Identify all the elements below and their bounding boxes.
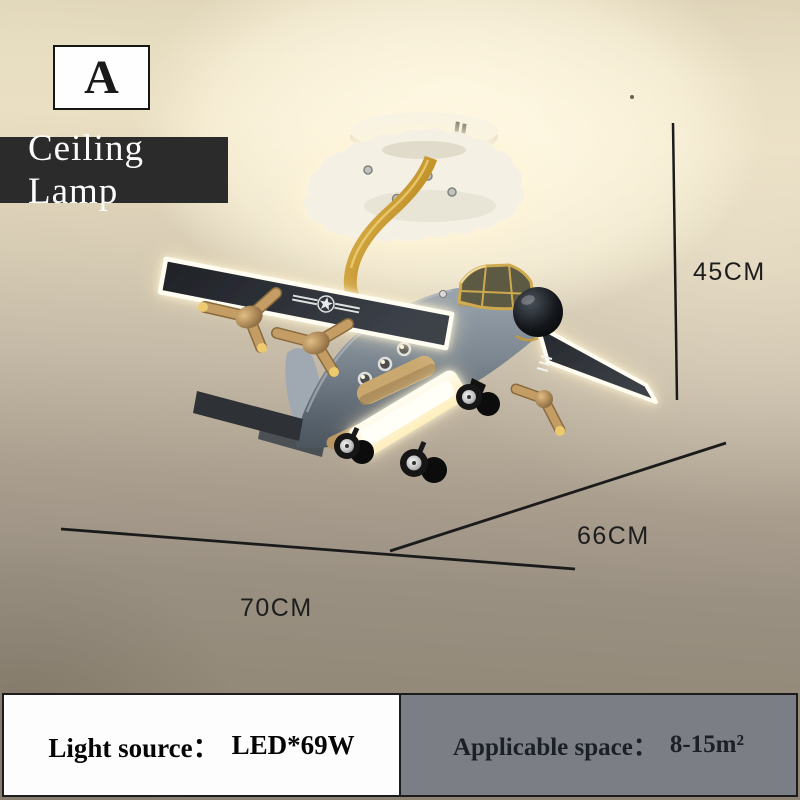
spec-row: Light source： LED*69W Applicable space： … [2, 693, 798, 797]
landing-gear [334, 378, 500, 483]
product-type-text: Ceiling Lamp [28, 128, 144, 212]
dimension-line-depth [389, 441, 727, 553]
cockpit-canopy [457, 263, 536, 311]
spec-applicable-space-label: Applicable space： [452, 734, 658, 761]
variant-badge-letter: A [84, 51, 119, 104]
tail-stabilizer-near [193, 391, 303, 441]
dimension-line-width [60, 527, 576, 571]
spec-light-source-value: LED*69W [231, 729, 355, 760]
dimension-width-label: 70CM [240, 594, 313, 622]
propeller-left [198, 287, 282, 353]
variant-badge: A [53, 45, 150, 110]
propeller-middle [271, 318, 354, 377]
wing-star-insignia [292, 294, 360, 314]
spec-applicable-space-value: 8-15m² [669, 731, 745, 758]
fuselage-top-knob [439, 290, 447, 298]
gold-bracket [343, 155, 438, 299]
wing-vent-dashes [536, 355, 553, 372]
left-wing [157, 256, 455, 351]
belly-light-panel [349, 370, 467, 458]
product-type-label: Ceiling Lamp [0, 128, 228, 212]
right-wing [536, 324, 658, 404]
propeller-right [510, 383, 566, 436]
spec-light-source-label: Light source： [48, 732, 220, 763]
dust-speck [630, 95, 634, 99]
dimension-lines [60, 122, 727, 571]
mount-vents [454, 121, 467, 134]
dimension-line-height [671, 122, 679, 401]
nose-cone [513, 287, 563, 342]
spec-light-source: Light source： LED*69W [4, 695, 401, 795]
dimension-height-label: 45CM [693, 258, 766, 286]
spec-applicable-space: Applicable space： 8-15m² [401, 695, 796, 795]
dimension-depth-label: 66CM [577, 522, 650, 550]
